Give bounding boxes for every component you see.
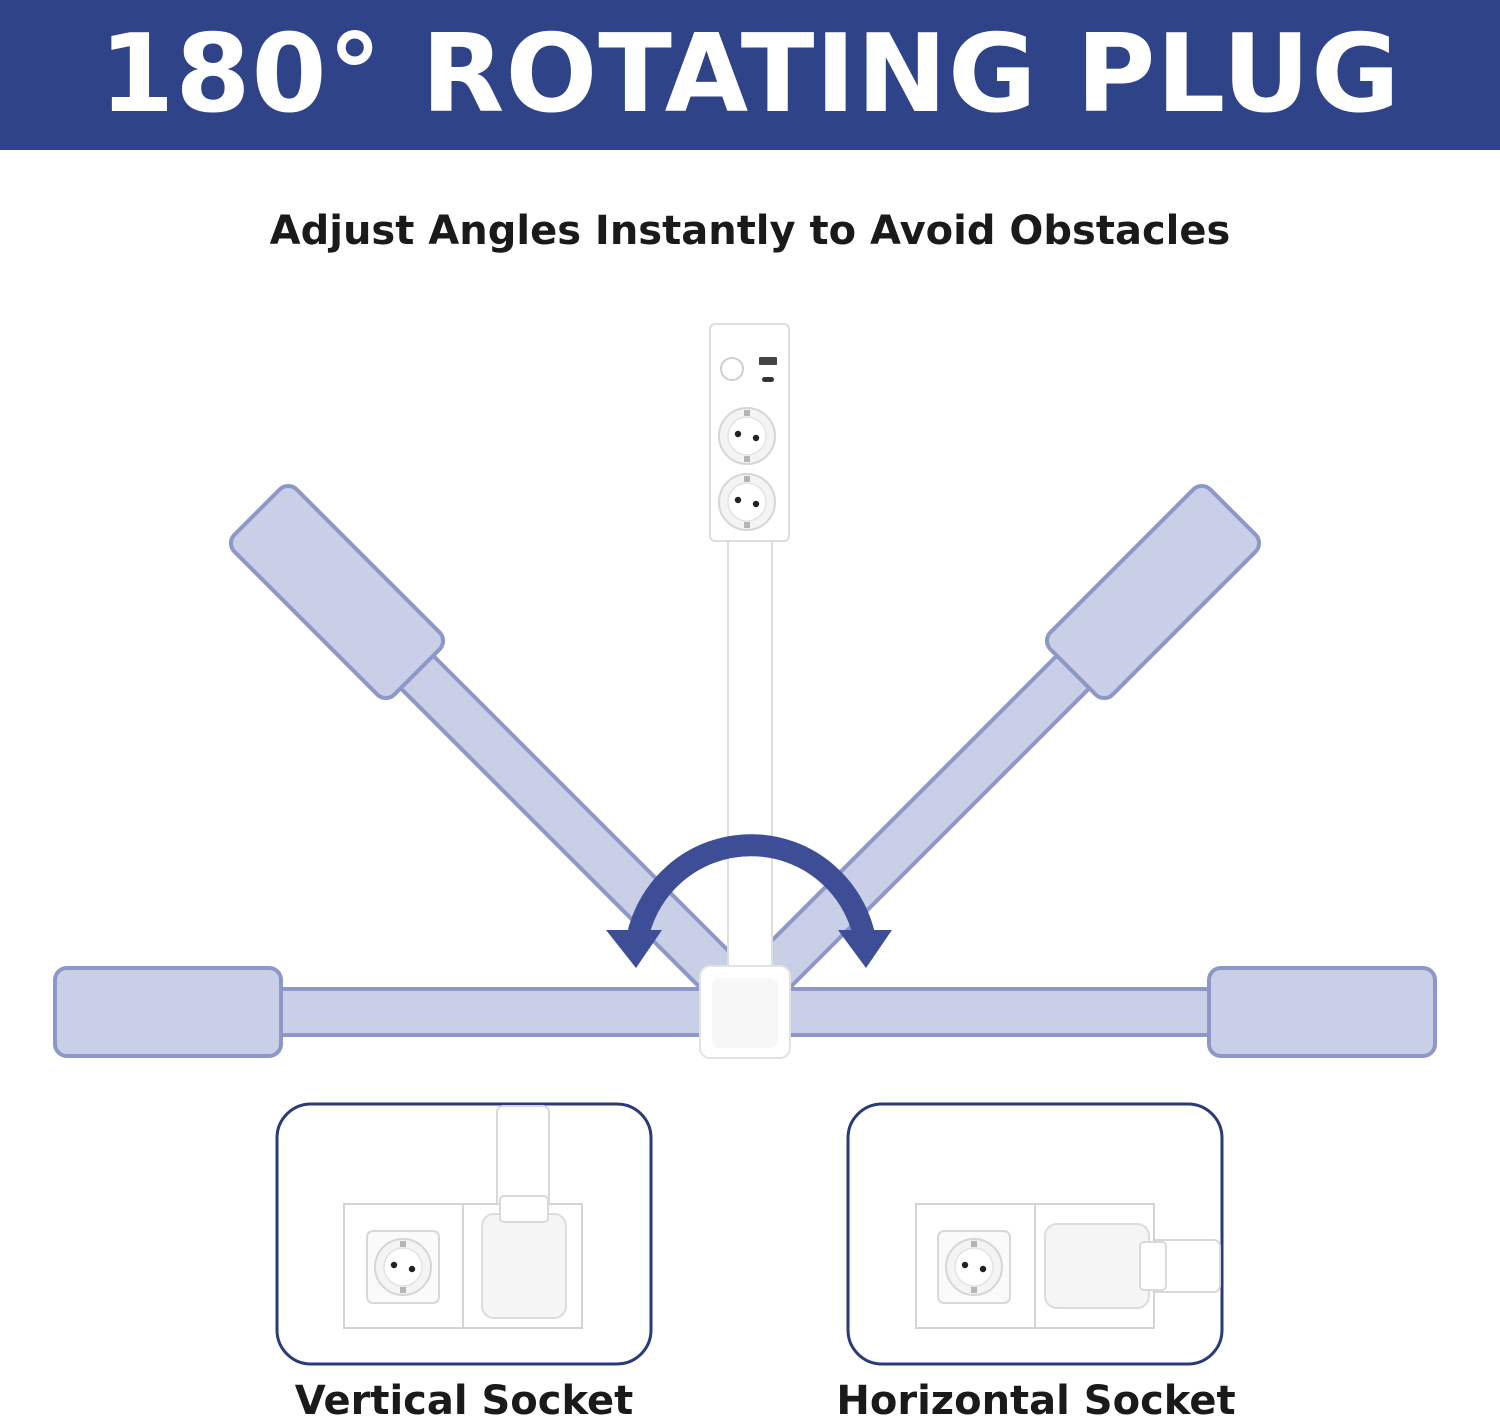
power-strip xyxy=(699,323,791,1059)
usb-c-port-icon xyxy=(762,377,774,382)
socket-icon xyxy=(374,1238,432,1296)
ghost-arm-upper-left xyxy=(226,481,776,1031)
ghost-arm-upper-right xyxy=(714,481,1264,1031)
horizontal-socket-caption: Horizontal Socket xyxy=(836,1378,1236,1424)
plug-head xyxy=(1044,1223,1150,1309)
ghost-arm-right xyxy=(743,966,1437,1058)
plug-head xyxy=(481,1213,567,1319)
horizontal-socket-panel xyxy=(846,1102,1224,1366)
socket-icon xyxy=(718,473,776,531)
vertical-socket-panel xyxy=(275,1102,653,1366)
socket-icon xyxy=(718,407,776,465)
usb-a-port-icon xyxy=(759,357,777,365)
rotation-arrow-icon xyxy=(606,834,892,968)
power-button-icon xyxy=(720,357,744,381)
vertical-socket-caption: Vertical Socket xyxy=(294,1378,634,1424)
socket-icon xyxy=(945,1238,1003,1296)
ghost-arm-left xyxy=(53,966,747,1058)
page-title: 180° ROTATING PLUG xyxy=(99,12,1401,137)
subtitle: Adjust Angles Instantly to Avoid Obstacl… xyxy=(269,208,1231,254)
header-banner: 180° ROTATING PLUG xyxy=(0,0,1500,150)
